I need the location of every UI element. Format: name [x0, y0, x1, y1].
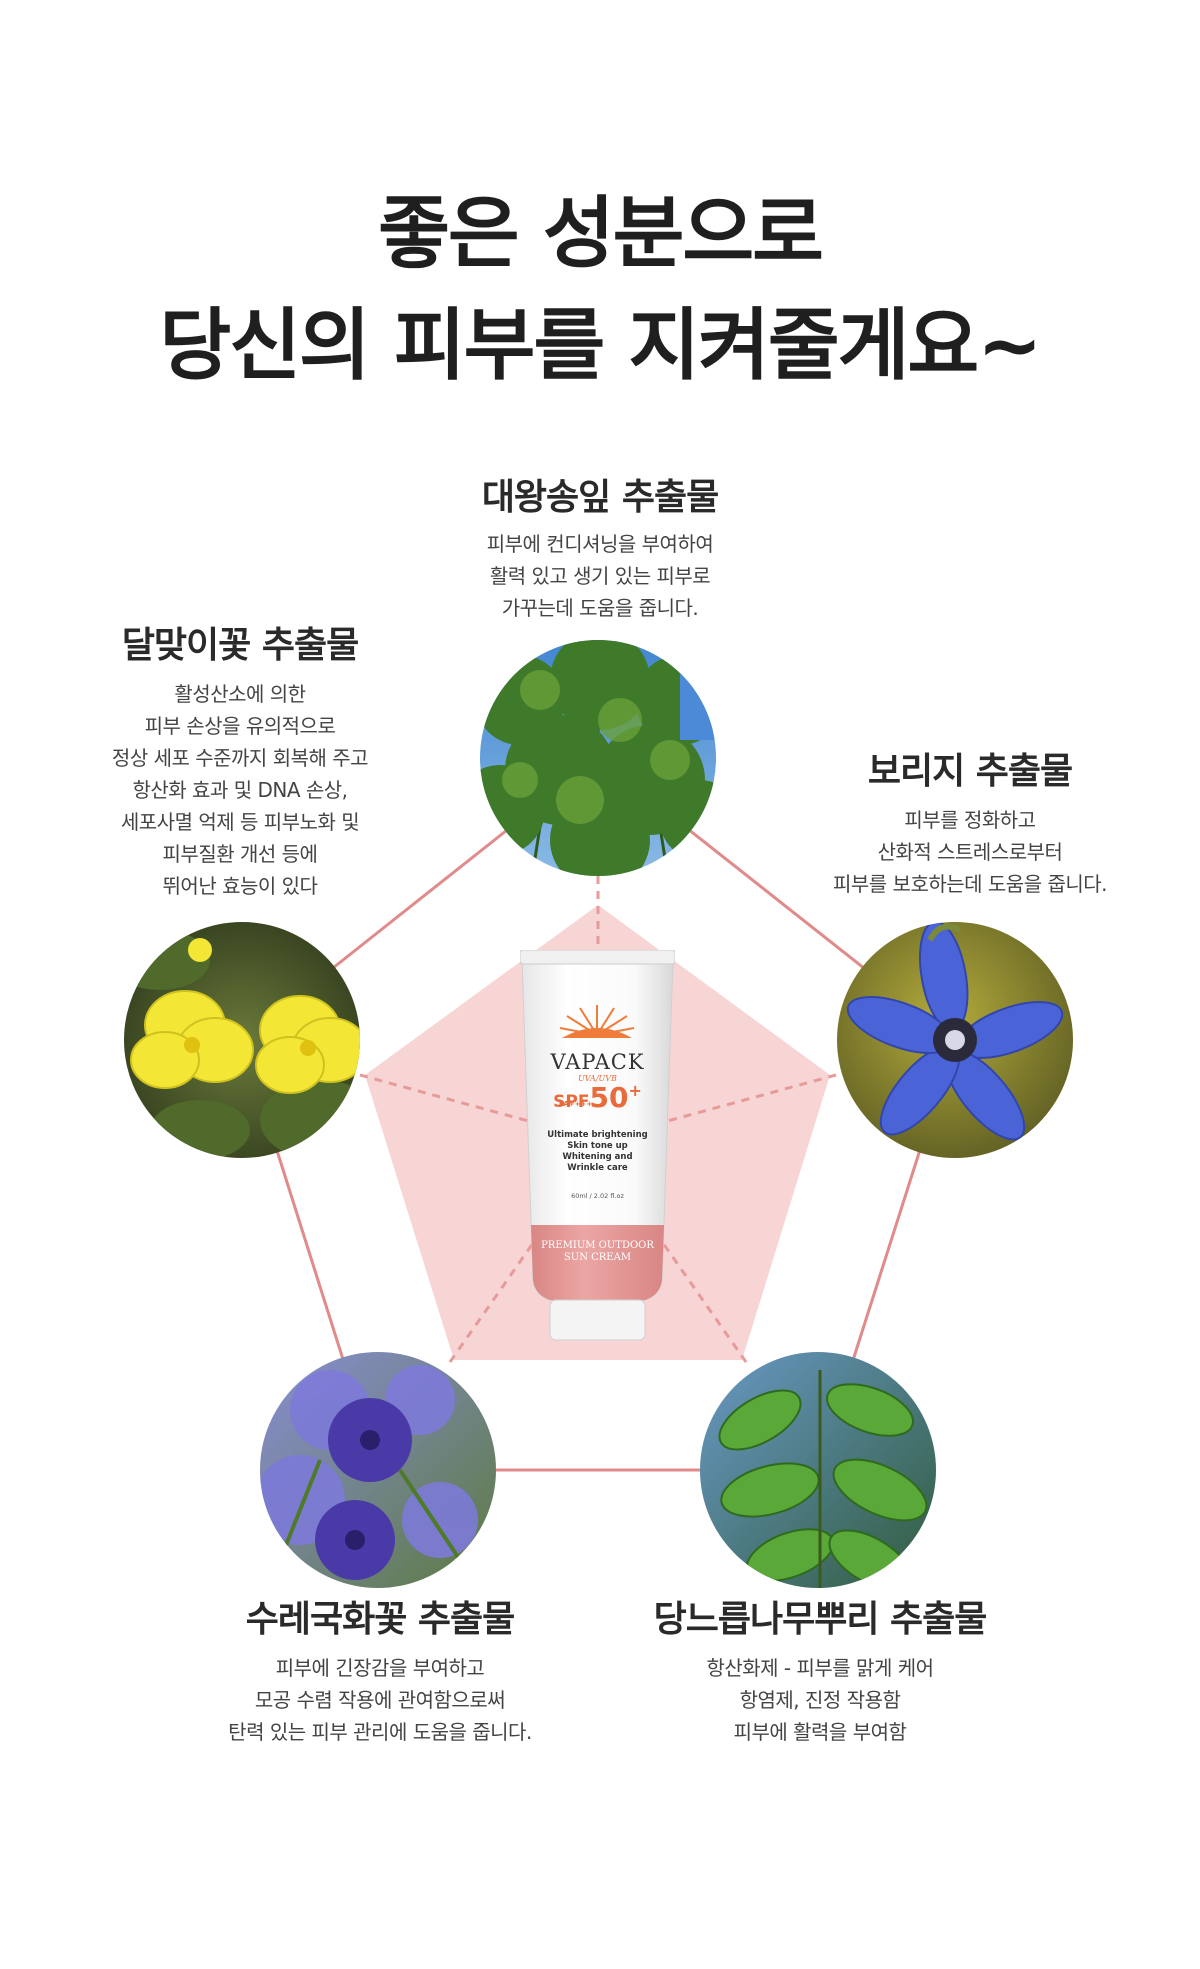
tube-body-shape [520, 950, 675, 1341]
claims-list: Ultimate brightening Skin tone up Whiten… [547, 1130, 648, 1173]
evening-primrose-photo [124, 922, 360, 1158]
ingredient-desc-borage: 피부를 정화하고 산화적 스트레스로부터 피부를 보호하는데 도움을 줍니다. [832, 808, 1108, 896]
ingredient-title-borage: 보리지 추출물 [867, 751, 1073, 792]
ingredient-desc-pine: 피부에 컨디셔닝을 부여하여 활력 있고 생기 있는 피부로 가꾸는데 도움을 … [486, 532, 714, 620]
sunscreen-tube: VAPACK UVA/UVB SPF50+ PA++++ Ultimate br… [520, 950, 675, 1350]
volume-label: 60ml / 2.02 fl.oz [571, 1192, 624, 1200]
ingredient-desc-cornflower: 피부에 긴장감을 부여하고 모공 수렴 작용에 관여함으로써 탄력 있는 피부 … [228, 1656, 532, 1744]
spf-badge: SPF50+ [553, 1081, 642, 1114]
ingredient-desc-primrose: 활성산소에 의한 피부 손상을 유의적으로 정상 세포 수준까지 회복해 주고 … [111, 682, 369, 898]
cornflower-photo [260, 1352, 496, 1588]
ingredient-title-elm: 당느릅나무뿌리 추출물 [653, 1599, 988, 1640]
borage-flower-photo [837, 922, 1073, 1158]
headline-line-2: 당신의 피부를 지켜줄게요~ [159, 301, 1042, 391]
uv-label: UVA/UVB [578, 1074, 617, 1083]
headline: 좋은 성분으로 당신의 피부를 지켜줄게요~ [0, 178, 1200, 402]
ingredient-title-cornflower: 수레국화꽃 추출물 [245, 1599, 516, 1640]
pa-label: PA++++ [558, 1100, 593, 1108]
band-label: PREMIUM OUTDOOR SUN CREAM [541, 1240, 654, 1263]
ingredient-title-primrose: 달맞이꽃 추출물 [121, 625, 359, 666]
ingredient-desc-elm: 항산화제 - 피부를 맑게 케어 항염제, 진정 작용함 피부에 활력을 부여함 [706, 1656, 934, 1744]
brand-name: VAPACK [550, 1050, 645, 1074]
headline-line-1: 좋은 성분으로 [378, 189, 824, 279]
pine-leaf-photo [480, 640, 716, 876]
ingredient-title-pine: 대왕송잎 추출물 [481, 477, 719, 518]
elm-leaf-photo [700, 1352, 936, 1588]
